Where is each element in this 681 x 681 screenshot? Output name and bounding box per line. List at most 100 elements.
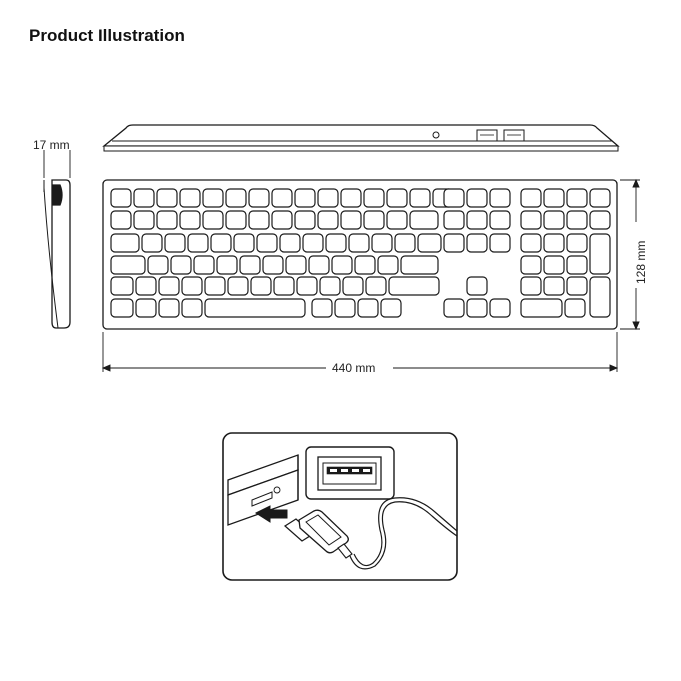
keyboard-key bbox=[410, 189, 430, 207]
keyboard-key bbox=[521, 189, 541, 207]
keyboard-side-view bbox=[44, 180, 70, 328]
keyboard-key bbox=[226, 189, 246, 207]
keyboard-key bbox=[165, 234, 185, 252]
keyboard-key bbox=[295, 189, 315, 207]
keyboard-key bbox=[490, 211, 510, 229]
keyboard-key bbox=[205, 277, 225, 295]
keyboard-key bbox=[467, 189, 487, 207]
keyboard-key bbox=[182, 299, 202, 317]
keyboard-key bbox=[180, 211, 200, 229]
keyboard-key bbox=[303, 234, 323, 252]
keyboard-key bbox=[272, 189, 292, 207]
keyboard-key bbox=[372, 234, 392, 252]
keyboard-key bbox=[358, 299, 378, 317]
keyboard-key bbox=[349, 234, 369, 252]
keyboard-key bbox=[280, 234, 300, 252]
usb-port bbox=[306, 447, 394, 499]
keyboard-key bbox=[226, 211, 246, 229]
keyboard-key bbox=[387, 211, 407, 229]
keyboard-key bbox=[332, 256, 352, 274]
keyboard-key bbox=[320, 277, 340, 295]
keyboard-key bbox=[366, 277, 386, 295]
keyboard-key bbox=[521, 234, 541, 252]
keyboard-key bbox=[203, 189, 223, 207]
keyboard-key bbox=[157, 189, 177, 207]
keyboard-key bbox=[286, 256, 306, 274]
keyboard-key bbox=[521, 277, 541, 295]
keyboard-key bbox=[111, 299, 133, 317]
keyboard-key bbox=[249, 211, 269, 229]
keyboard-key bbox=[251, 277, 271, 295]
keyboard-key bbox=[217, 256, 237, 274]
keyboard-key bbox=[590, 189, 610, 207]
keyboard-key bbox=[544, 211, 564, 229]
keyboard-key bbox=[249, 189, 269, 207]
keyboard-key bbox=[378, 256, 398, 274]
keyboard-key bbox=[205, 299, 305, 317]
keyboard-key bbox=[211, 234, 231, 252]
keyboard-key bbox=[444, 299, 464, 317]
keyboard-key bbox=[297, 277, 317, 295]
keyboard-key bbox=[590, 277, 610, 317]
keyboard-key bbox=[263, 256, 283, 274]
keyboard-key bbox=[180, 189, 200, 207]
keyboard-key bbox=[343, 277, 363, 295]
keyboard-key bbox=[134, 211, 154, 229]
keyboard-front-view bbox=[104, 125, 618, 151]
keyboard-key bbox=[521, 299, 562, 317]
keyboard-key bbox=[567, 256, 587, 274]
keyboard-key bbox=[364, 211, 384, 229]
keyboard-key bbox=[136, 299, 156, 317]
keyboard-key bbox=[111, 256, 145, 274]
keyboard-key bbox=[157, 211, 177, 229]
keyboard-key bbox=[257, 234, 277, 252]
keyboard-key bbox=[312, 299, 332, 317]
width-label: 440 mm bbox=[332, 361, 375, 375]
keyboard-key bbox=[111, 211, 131, 229]
keyboard-key bbox=[490, 189, 510, 207]
keyboard-key bbox=[341, 211, 361, 229]
keyboard-key bbox=[395, 234, 415, 252]
keyboard-key bbox=[182, 277, 202, 295]
keyboard-key bbox=[318, 211, 338, 229]
depth-label: 17 mm bbox=[33, 138, 70, 152]
keyboard-key bbox=[309, 256, 329, 274]
keyboard-key bbox=[401, 256, 438, 274]
keyboard-key bbox=[544, 189, 564, 207]
keyboard-key bbox=[381, 299, 401, 317]
keyboard-key bbox=[467, 234, 487, 252]
keyboard-key bbox=[188, 234, 208, 252]
keyboard-key bbox=[490, 234, 510, 252]
keyboard-key bbox=[389, 277, 439, 295]
keyboard-key bbox=[590, 234, 610, 274]
keyboard-key bbox=[159, 299, 179, 317]
keyboard-key bbox=[234, 234, 254, 252]
usb-connection-panel bbox=[223, 433, 457, 580]
keyboard-key bbox=[136, 277, 156, 295]
keyboard-key bbox=[335, 299, 355, 317]
keyboard-key bbox=[364, 189, 384, 207]
keyboard-key bbox=[111, 234, 139, 252]
keyboard-key bbox=[521, 211, 541, 229]
keyboard-key bbox=[467, 211, 487, 229]
keyboard-key bbox=[111, 189, 131, 207]
keyboard-key bbox=[544, 256, 564, 274]
keyboard-key bbox=[341, 189, 361, 207]
height-label: 128 mm bbox=[634, 241, 648, 284]
keyboard-key bbox=[203, 211, 223, 229]
keyboard-key bbox=[111, 277, 133, 295]
keyboard-key bbox=[318, 189, 338, 207]
keyboard-key bbox=[567, 277, 587, 295]
keyboard-key bbox=[134, 189, 154, 207]
keyboard-key bbox=[295, 211, 315, 229]
keyboard-key bbox=[567, 189, 587, 207]
keyboard-key bbox=[590, 211, 610, 229]
keyboard-key bbox=[148, 256, 168, 274]
keyboard-key bbox=[274, 277, 294, 295]
depth-dimension bbox=[44, 150, 70, 178]
keyboard-key bbox=[544, 234, 564, 252]
keyboard-key bbox=[567, 234, 587, 252]
keyboard-key bbox=[387, 189, 407, 207]
keyboard-key bbox=[544, 277, 564, 295]
